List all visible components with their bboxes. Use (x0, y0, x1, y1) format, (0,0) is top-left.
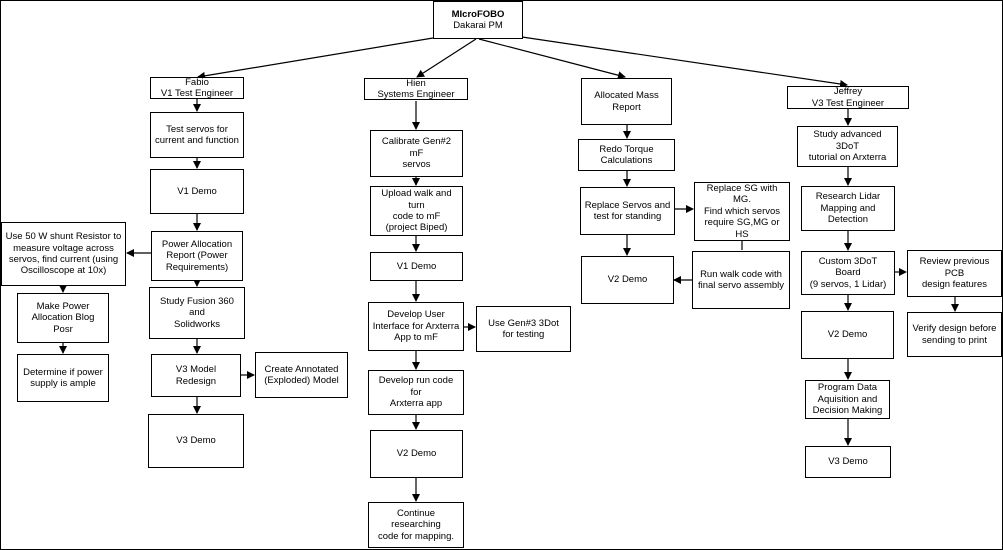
task-continue-research: Continue researching code for mapping. (368, 502, 464, 548)
task-review-pcb: Review previous PCB design features (907, 250, 1002, 297)
task-fabio-v3-demo: V3 Demo (148, 414, 244, 468)
task-run-code: Develop run code for Arxterra app (368, 370, 464, 415)
task-shunt-resistor: Use 50 W shunt Resistor to measure volta… (1, 222, 126, 286)
task-gen3-testing: Use Gen#3 3Dot for testing (476, 306, 571, 352)
task-test-servos: Test servos for current and function (150, 112, 244, 158)
edge-root-jeffrey (521, 36, 848, 88)
task-replace-sg-mg: Replace SG with MG. Find which servos re… (694, 182, 790, 241)
root-title: MIcroFOBO (451, 8, 505, 20)
task-redo-torque: Redo Torque Calculations (578, 139, 675, 171)
task-upload-code: Upload walk and turn code to mF (project… (370, 186, 463, 236)
task-custom-board: Custom 3DoT Board (9 servos, 1 Lidar) (801, 251, 895, 295)
task-mass-v2-demo: V2 Demo (581, 256, 674, 304)
edge-root-mass (478, 38, 626, 80)
task-fusion-study: Study Fusion 360 and Solidworks (149, 287, 245, 339)
task-power-blog: Make Power Allocation Blog Posr (17, 293, 109, 343)
task-power-allocation: Power Allocation Report (Power Requireme… (151, 231, 243, 281)
task-hien-v2-demo: V2 Demo (370, 430, 463, 478)
task-jeffrey-v2-demo: V2 Demo (801, 311, 894, 359)
edge-root-hien (416, 38, 477, 78)
task-run-walk-code: Run walk code with final servo assembly (692, 251, 790, 309)
task-study-3dot: Study advanced 3DoT tutorial on Arxterra (797, 126, 898, 167)
task-research-lidar: Research Lidar Mapping and Detection (801, 186, 895, 231)
task-jeffrey-v3-demo: V3 Demo (805, 446, 891, 478)
task-power-ample: Determine if power supply is ample (17, 354, 109, 402)
task-v3-redesign: V3 Model Redesign (151, 354, 241, 397)
lead-hien: Hien Systems Engineer (364, 78, 468, 100)
task-calibrate-servos: Calibrate Gen#2 mF servos (370, 130, 463, 177)
task-verify-design: Verify design before sending to print (907, 312, 1002, 357)
root-subtitle: Dakarai PM (453, 20, 503, 31)
lead-mass: Allocated Mass Report (581, 78, 672, 125)
task-program-data: Program Data Aquisition and Decision Mak… (805, 380, 890, 419)
task-replace-servos: Replace Servos and test for standing (580, 187, 675, 235)
task-annotated-model: Create Annotated (Exploded) Model (255, 352, 348, 398)
task-fabio-v1-demo: V1 Demo (150, 169, 244, 214)
lead-jeffrey: Jeffrey V3 Test Engineer (787, 86, 909, 109)
lead-fabio: Fabio V1 Test Engineer (150, 77, 244, 99)
task-develop-ui: Develop User Interface for Arxterra App … (368, 302, 464, 351)
edge-root-fabio (197, 37, 434, 80)
task-hien-v1-demo: V1 Demo (370, 252, 463, 281)
